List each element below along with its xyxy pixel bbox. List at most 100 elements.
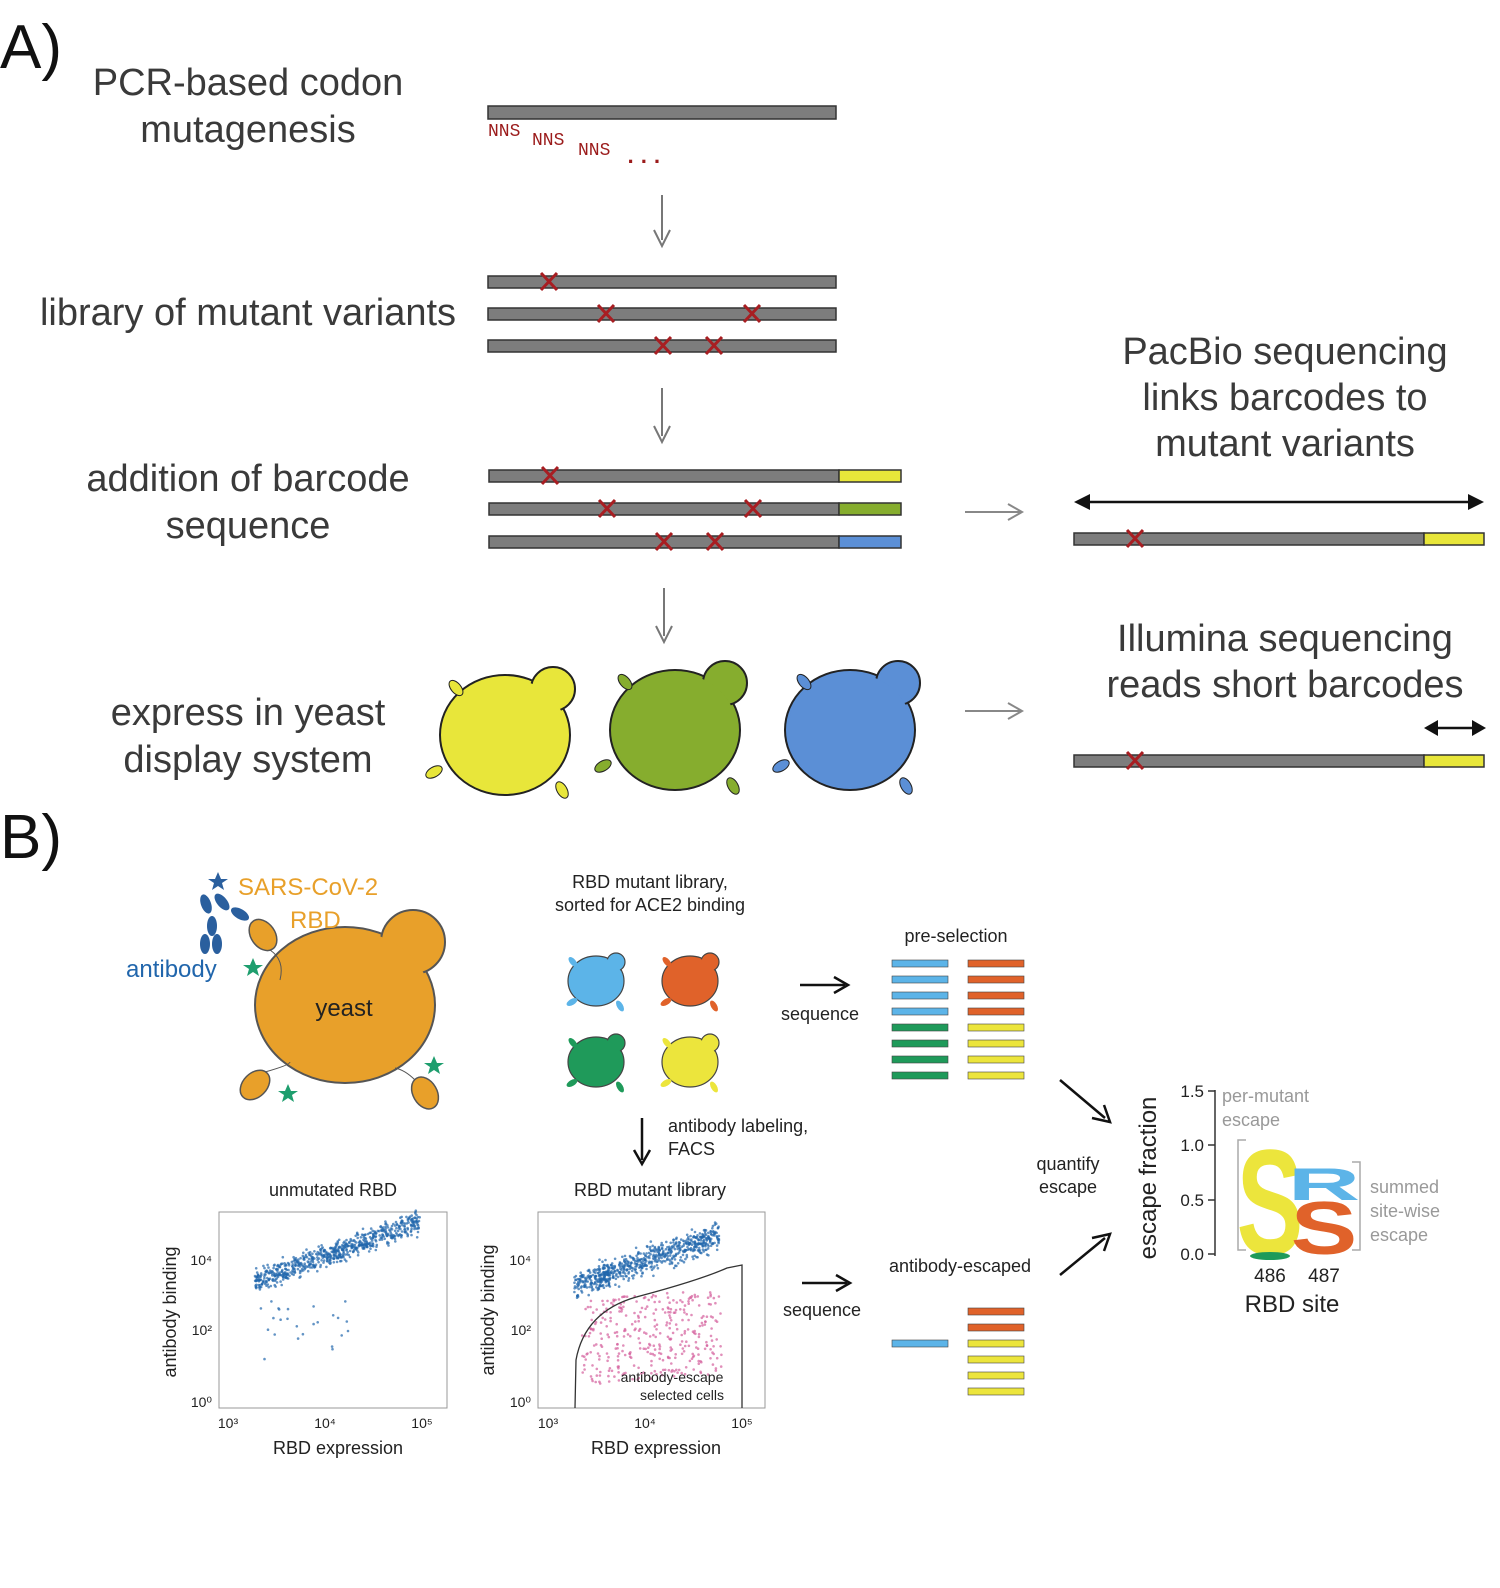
scatter-point — [281, 1278, 285, 1281]
scatter-point — [669, 1346, 672, 1349]
scatter-point — [623, 1254, 627, 1258]
scatter-point — [275, 1268, 278, 1271]
sequence-bottom-label: sequence — [783, 1300, 861, 1320]
plot2-ytick-3: 10⁰ — [510, 1394, 532, 1410]
scatter-point — [339, 1255, 342, 1259]
scatter-point — [653, 1325, 657, 1328]
scatter-point — [697, 1332, 701, 1336]
scatter-point — [601, 1260, 604, 1263]
scatter-point — [637, 1337, 640, 1340]
scatter-point — [340, 1334, 344, 1337]
scatter-point — [292, 1267, 295, 1270]
scatter-point — [703, 1228, 707, 1232]
scatter-point — [300, 1269, 303, 1273]
scatter-point — [274, 1285, 277, 1288]
scatter-point — [312, 1305, 315, 1308]
scatter-point — [273, 1333, 277, 1336]
plot2-y-label: antibody binding — [478, 1244, 498, 1375]
scatter-point — [402, 1221, 405, 1225]
step2-label: library of mutant variants — [40, 292, 456, 334]
arrow-down-3 — [655, 588, 673, 645]
logo-site-487: 487 — [1308, 1266, 1340, 1287]
scatter-point — [589, 1351, 592, 1354]
scatter-point — [316, 1269, 319, 1273]
scatter-point — [416, 1224, 420, 1227]
scatter-point — [676, 1244, 680, 1248]
scatter-point — [319, 1263, 323, 1267]
scatter-point — [630, 1261, 633, 1264]
scatter-point — [674, 1254, 677, 1258]
scatter-point — [614, 1283, 617, 1286]
scatter-point — [694, 1244, 697, 1248]
scatter-point — [608, 1367, 612, 1370]
scatter-point — [601, 1284, 604, 1288]
scatter-point — [690, 1228, 694, 1231]
scatter-point — [369, 1227, 373, 1230]
scatter-point — [346, 1250, 349, 1254]
scatter-point — [653, 1245, 657, 1249]
scatter-point — [714, 1301, 717, 1305]
scatter-point — [606, 1299, 609, 1303]
scatter-point — [665, 1323, 668, 1327]
scatter-point — [661, 1358, 665, 1362]
scatter-point — [649, 1260, 652, 1264]
scatter-point — [325, 1253, 329, 1257]
scatter-point — [371, 1236, 375, 1240]
scatter-point — [406, 1228, 410, 1231]
scatter-point — [313, 1250, 316, 1253]
scatter-point — [693, 1295, 697, 1299]
scatter-point — [342, 1248, 345, 1252]
scatter-point — [305, 1248, 308, 1251]
scatter-point — [692, 1368, 695, 1371]
scatter-point — [631, 1277, 635, 1280]
scatter-point — [379, 1236, 383, 1240]
scatter-point — [395, 1233, 399, 1236]
scatter-point — [626, 1333, 630, 1336]
scatter-point — [280, 1270, 284, 1274]
scatter-point — [661, 1308, 665, 1311]
scatter-point — [674, 1353, 677, 1356]
scatter-point — [719, 1365, 723, 1368]
scatter-point — [588, 1285, 591, 1289]
scatter-point — [592, 1270, 596, 1274]
scatter-point — [584, 1358, 587, 1361]
scatter-point — [679, 1308, 682, 1311]
scatter-point — [678, 1249, 681, 1252]
scatter-point — [704, 1244, 707, 1248]
scatter-point — [286, 1276, 289, 1280]
scatter-point — [656, 1266, 660, 1270]
scatter-point — [583, 1285, 587, 1289]
scatter-point — [623, 1353, 627, 1357]
illumina-read-arrow — [1424, 720, 1486, 736]
scatter-point — [624, 1314, 628, 1317]
step4-line1: express in yeast — [111, 692, 386, 734]
scatter-point — [619, 1267, 622, 1270]
labeling-line1: antibody labeling, — [668, 1116, 808, 1136]
scatter-point — [693, 1254, 696, 1258]
scatter-point — [334, 1250, 337, 1254]
scatter-point — [293, 1271, 297, 1274]
scatter-point — [381, 1233, 385, 1237]
scatter-point — [264, 1273, 267, 1276]
scatter-point — [661, 1244, 665, 1247]
scatter-point — [643, 1296, 647, 1299]
scatter-point — [660, 1241, 663, 1245]
library-cell-yellow — [660, 1033, 720, 1093]
scatter-point — [606, 1271, 610, 1274]
scatter-point — [581, 1371, 584, 1374]
pacbio-line1: PacBio sequencing — [1122, 331, 1447, 373]
scatter-point — [680, 1245, 684, 1248]
scatter-point — [577, 1287, 580, 1291]
scatter-point — [589, 1299, 593, 1303]
scatter-point — [709, 1357, 712, 1360]
scatter-point — [335, 1260, 339, 1264]
scatter-point — [648, 1344, 652, 1347]
scatter-point — [671, 1331, 675, 1335]
scatter-point — [374, 1248, 378, 1252]
scatter-point — [621, 1373, 624, 1377]
scatter-point — [614, 1298, 617, 1302]
scatter-point — [664, 1248, 668, 1251]
scatter-point — [404, 1230, 408, 1233]
nns-ellipsis: ... — [624, 145, 664, 170]
scatter-point — [630, 1269, 634, 1273]
